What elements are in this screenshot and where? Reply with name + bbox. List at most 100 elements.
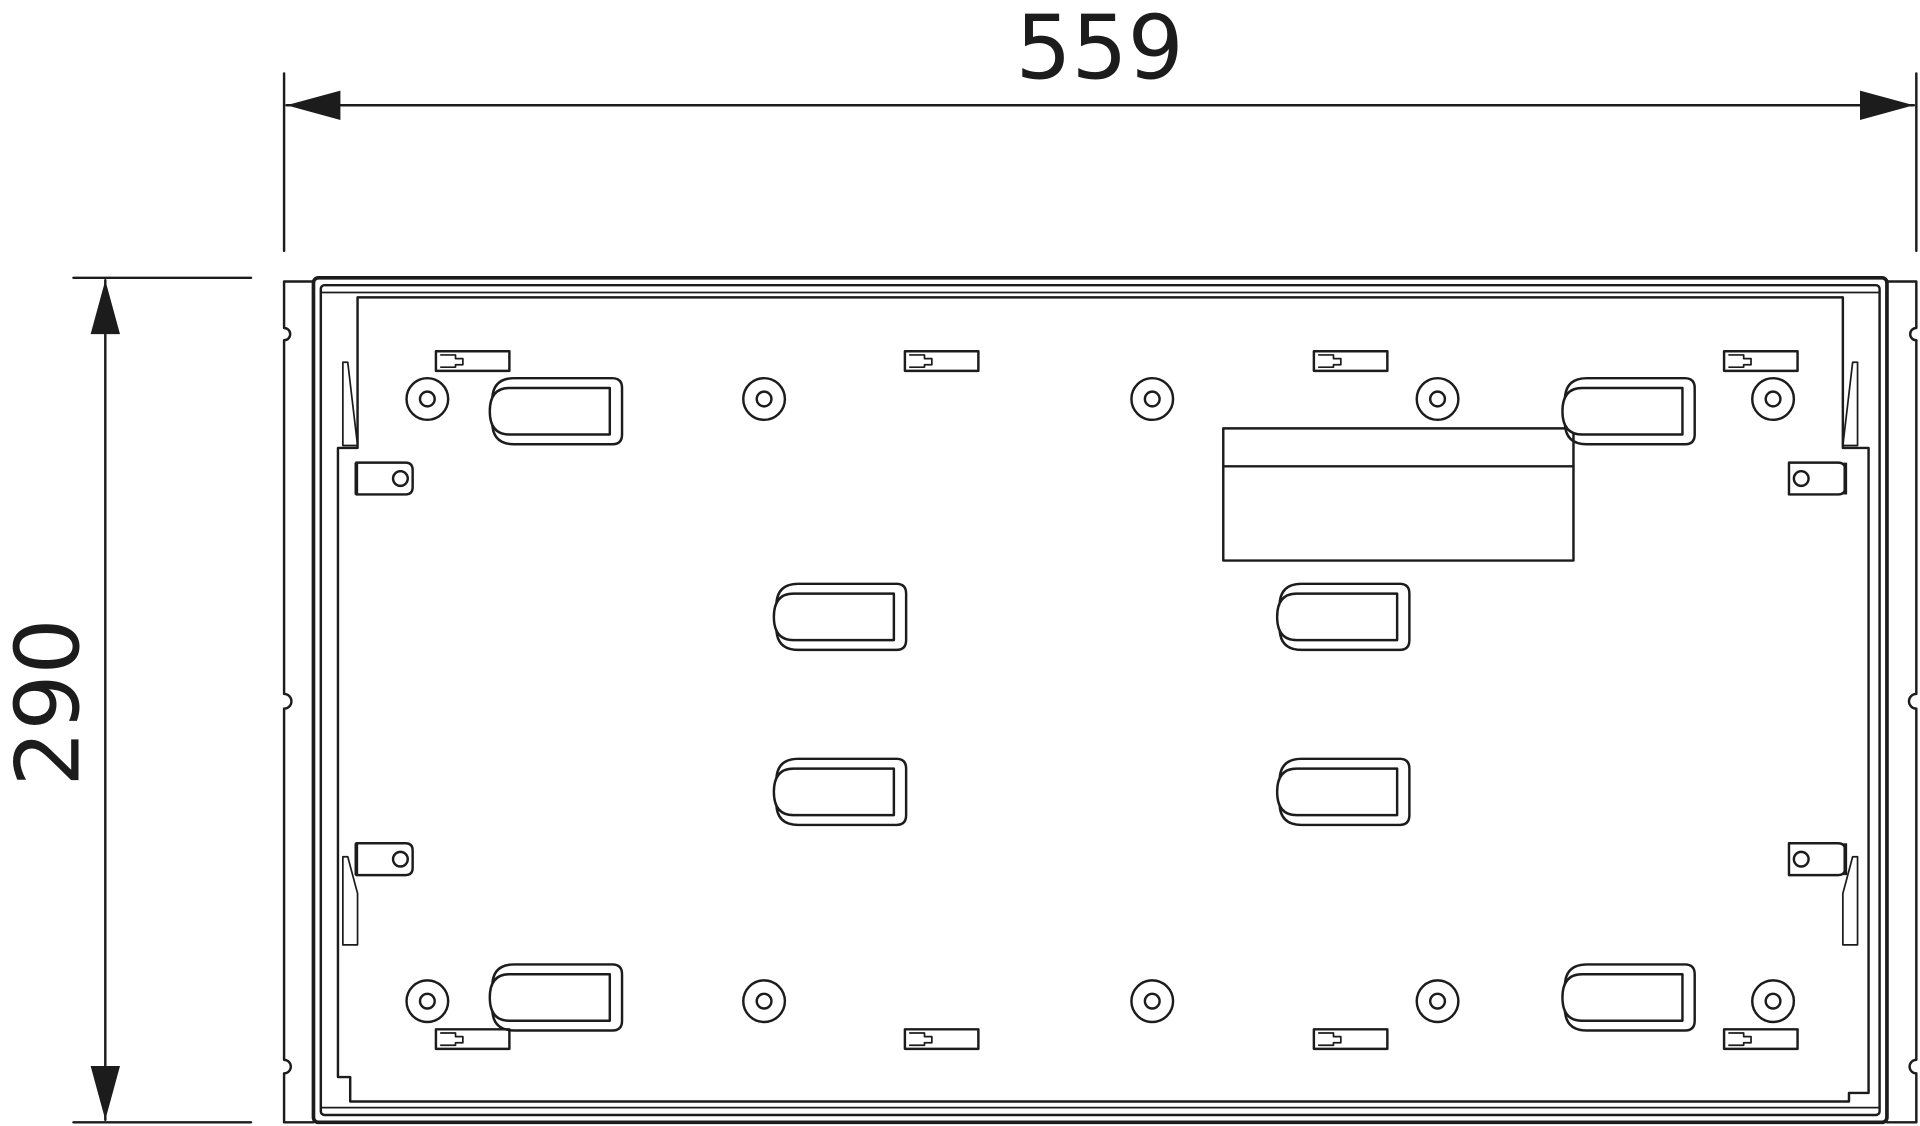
screw-boss-hole	[418, 390, 436, 408]
side-spring-tab-bottom	[1842, 855, 1859, 946]
clip-slot-notch	[1317, 354, 1342, 369]
mounting-slot-outer	[1278, 757, 1411, 827]
clip-slot	[1722, 1028, 1799, 1051]
screw-boss	[405, 376, 450, 422]
clip-slot-notch	[908, 354, 933, 369]
screw-boss-outer	[742, 979, 787, 1024]
plate-details	[354, 350, 1848, 1051]
height-arrow-bottom	[90, 1066, 120, 1120]
clip-slot	[1312, 1028, 1389, 1051]
screw-boss-hole	[1143, 992, 1161, 1010]
mounting-slot-outer	[775, 582, 908, 652]
width-arrow-left	[286, 90, 341, 120]
mounting-slot-inner	[1561, 973, 1684, 1022]
screw-boss	[1415, 979, 1460, 1024]
side-latch	[1787, 842, 1848, 877]
mounting-slot-inner	[772, 767, 896, 817]
mounting-slot-outer	[1278, 582, 1411, 652]
mounting-slot-inner	[1561, 386, 1684, 436]
screw-boss-outer	[1415, 979, 1460, 1024]
side-latch	[354, 461, 414, 496]
mounting-slot-inner	[488, 386, 612, 436]
tray-rim-line	[319, 283, 1881, 1117]
tray-outer-wall	[311, 275, 1889, 1125]
clip-slot-body	[1722, 350, 1799, 373]
side-latch-hole	[391, 469, 409, 488]
screw-boss-hole	[418, 992, 436, 1010]
clip-slot	[434, 1028, 511, 1051]
screw-boss-outer	[1130, 979, 1175, 1024]
clip-slot-notch	[439, 354, 464, 369]
mounting-slot-outer	[1563, 963, 1696, 1032]
mounting-plate	[282, 275, 1918, 1125]
screw-boss	[1751, 979, 1796, 1024]
height-dimension: 290	[0, 276, 253, 1124]
mounting-slot-outer	[1563, 376, 1696, 446]
screw-boss	[405, 979, 450, 1024]
screw-boss	[1415, 376, 1460, 422]
mounting-slot-outer	[775, 757, 908, 827]
height-arrow-top	[90, 280, 120, 335]
mounting-slot	[1275, 757, 1411, 827]
clip-slot-notch	[439, 1032, 464, 1047]
clip-slot-notch	[908, 1032, 933, 1047]
clip-slot-notch	[1317, 1032, 1342, 1047]
clip-slot-body	[1312, 350, 1389, 373]
mounting-slot-inner	[772, 592, 896, 642]
screw-boss-hole	[755, 992, 773, 1010]
clip-slot-notch	[1728, 1032, 1752, 1047]
mounting-slot	[1275, 582, 1411, 652]
height-dimension-value: 290	[0, 618, 99, 786]
screw-boss	[742, 376, 787, 422]
clip-slot	[1722, 350, 1799, 373]
clip-slot	[434, 350, 511, 373]
side-latch-body	[1787, 842, 1847, 877]
side-latch-body	[355, 842, 414, 877]
clip-slot-body	[903, 1028, 980, 1051]
plate-frame	[282, 275, 1918, 1125]
clip-slot-body	[434, 1028, 511, 1051]
clip-slot	[1312, 350, 1389, 373]
screw-boss-outer	[1415, 376, 1460, 422]
right-flange-outline	[1885, 280, 1918, 1124]
mounting-slot-inner	[1275, 592, 1399, 642]
mounting-slot-inner	[1275, 767, 1399, 817]
side-spring-tab-top	[1842, 361, 1859, 447]
screw-boss-outer	[1130, 376, 1175, 422]
mounting-slot	[772, 757, 908, 827]
screw-boss-hole	[1428, 390, 1447, 408]
clip-slot-body	[1312, 1028, 1389, 1051]
mounting-slot	[1561, 963, 1696, 1032]
screw-boss-hole	[1764, 992, 1782, 1010]
left-flange-outline	[282, 280, 315, 1124]
screw-boss-outer	[1751, 376, 1796, 422]
mounting-slot	[488, 376, 624, 446]
screw-boss-outer	[1751, 979, 1796, 1024]
mounting-slot-inner	[488, 973, 612, 1022]
clip-slot	[903, 350, 980, 373]
screw-boss-hole	[1764, 390, 1782, 408]
width-dimension: 559	[282, 0, 1918, 253]
screw-boss	[1751, 376, 1796, 422]
clip-slot-notch	[1728, 354, 1752, 369]
mounting-slot-outer	[491, 376, 624, 446]
side-latch-hole	[391, 850, 409, 868]
screw-boss-outer	[405, 376, 450, 422]
clip-slot-body	[434, 350, 511, 373]
mounting-slot	[1561, 376, 1696, 446]
width-dimension-value: 559	[1015, 0, 1183, 99]
width-arrow-right	[1860, 90, 1914, 120]
screw-boss-outer	[405, 979, 450, 1024]
side-latch	[1787, 461, 1848, 496]
side-spring-tab-bottom	[342, 855, 359, 946]
screw-boss	[1130, 376, 1175, 422]
screw-boss-hole	[755, 390, 773, 408]
screw-boss-hole	[1143, 390, 1161, 408]
screw-boss	[742, 979, 787, 1024]
label-field	[1222, 427, 1575, 562]
mounting-slot	[772, 582, 908, 652]
mounting-slot	[488, 963, 624, 1032]
clip-slot-body	[1722, 1028, 1799, 1051]
screw-boss-outer	[742, 376, 787, 422]
side-latch	[354, 842, 414, 877]
